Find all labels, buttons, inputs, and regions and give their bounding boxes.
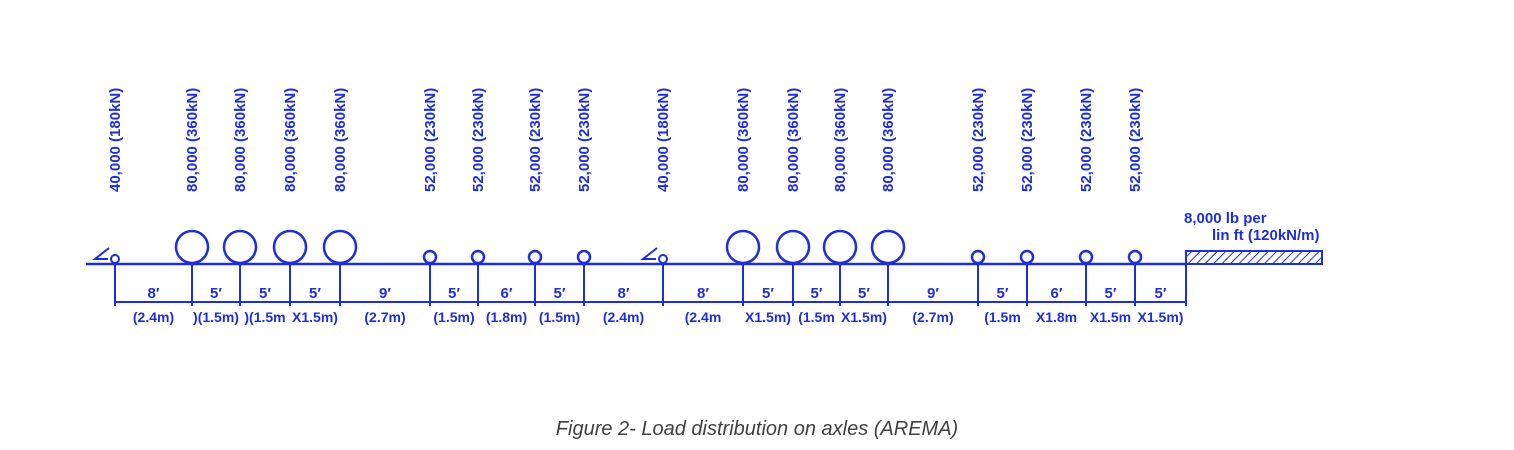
- spacing-metric: )(1.5m): [193, 309, 239, 325]
- spacing-feet: 5′: [1155, 285, 1167, 302]
- spacing-metric: (1.5m): [539, 309, 580, 325]
- uniform-load-line2: lin ft (120kN/m): [1212, 227, 1320, 244]
- small-wheel: [1019, 249, 1035, 265]
- spacing-metric: (2.4m): [133, 309, 174, 325]
- axle-load-label: 80,000 (360kN): [282, 88, 299, 192]
- spacing-feet: 5′: [811, 285, 823, 302]
- spacing-feet: 8′: [697, 285, 709, 302]
- axle-load-label: 80,000 (360kN): [232, 88, 249, 192]
- large-wheel: [272, 229, 308, 265]
- axle-load-label: 52,000 (230kN): [970, 88, 987, 192]
- spacing-feet: 5′: [762, 285, 774, 302]
- uniform-load: 8,000 lb per lin ft (120kN/m): [1184, 210, 1323, 265]
- axle-load-label: 52,000 (230kN): [1078, 88, 1095, 192]
- large-wheel: [870, 229, 906, 265]
- large-wheel: [775, 229, 811, 265]
- spacing-metric: (1.5m): [433, 309, 474, 325]
- axle-load-label: 80,000 (360kN): [832, 88, 849, 192]
- axle-load-label: 52,000 (230kN): [470, 88, 487, 192]
- uniform-load-line1: 8,000 lb per: [1184, 210, 1267, 227]
- spacing-metric: X1.5m: [1090, 309, 1131, 325]
- spacing-feet: 5′: [858, 285, 870, 302]
- spacing-metric: X1.8m: [1036, 309, 1077, 325]
- small-wheel: [470, 249, 486, 265]
- uniform-load-hatch: [1185, 250, 1323, 265]
- axle-load-label: 40,000 (180kN): [107, 88, 124, 192]
- spacing-metric: )(1.5m: [244, 309, 285, 325]
- small-wheel: [527, 249, 543, 265]
- spacing-metric: (1.8m): [486, 309, 527, 325]
- axle-load-label: 80,000 (360kN): [332, 88, 349, 192]
- spacing-metric: (2.7m): [364, 309, 405, 325]
- pilot-wheel: [110, 254, 120, 264]
- small-wheel: [1078, 249, 1094, 265]
- spacing-feet: 5′: [997, 285, 1009, 302]
- spacing-feet: 5′: [1105, 285, 1117, 302]
- spacing-feet: 5′: [259, 285, 271, 302]
- spacing-metric: X1.5m): [745, 309, 791, 325]
- axle-load-label: 80,000 (360kN): [880, 88, 897, 192]
- figure-caption: Figure 2- Load distribution on axles (AR…: [555, 418, 959, 440]
- small-wheel: [576, 249, 592, 265]
- spacing-feet: 6′: [1051, 285, 1063, 302]
- large-wheel: [322, 229, 358, 265]
- spacing-metric: X1.5m): [292, 309, 338, 325]
- pilot-wheel: [658, 254, 668, 264]
- load-labels: 40,000 (180kN) 80,000 (360kN) 80,000 (360k…: [107, 88, 1144, 192]
- spacing-feet: 5′: [448, 285, 460, 302]
- large-wheel: [822, 229, 858, 265]
- spacing-feet: 5′: [554, 285, 566, 302]
- spacing-feet: 5′: [309, 285, 321, 302]
- spacing-feet: 9′: [379, 285, 391, 302]
- axle-load-label: 52,000 (230kN): [527, 88, 544, 192]
- pilot-wedge: [640, 247, 658, 260]
- axle-load-label: 52,000 (230kN): [576, 88, 593, 192]
- small-wheel: [1127, 249, 1143, 265]
- axle-load-label: 52,000 (230kN): [422, 88, 439, 192]
- large-wheel: [725, 229, 761, 265]
- large-wheel: [222, 229, 258, 265]
- axle-load-label: 80,000 (360kN): [735, 88, 752, 192]
- axle-load-label: 80,000 (360kN): [184, 88, 201, 192]
- large-wheel: [174, 229, 210, 265]
- spacing-metric: X1.5m): [841, 309, 887, 325]
- axle-load-label: 80,000 (360kN): [785, 88, 802, 192]
- pilot-wedge: [92, 247, 110, 260]
- wheels: [92, 229, 1143, 265]
- spacing-metric: (2.4m): [603, 309, 644, 325]
- small-wheel: [422, 249, 438, 265]
- small-wheel: [970, 249, 986, 265]
- spacing-feet: 8′: [148, 285, 160, 302]
- axle-load-label: 52,000 (230kN): [1019, 88, 1036, 192]
- spacing-feet: 8′: [618, 285, 630, 302]
- spacing-metric: (1.5m: [798, 309, 835, 325]
- dimension-lines: 8′ (2.4m) 5′ )(1.5m) 5′ )(1.5m 5′ X1.5m) 9′ (2.7m…: [114, 264, 1187, 325]
- axle-load-label: 40,000 (180kN): [655, 88, 672, 192]
- spacing-metric: (2.7m): [912, 309, 953, 325]
- spacing-metric: X1.5m): [1138, 309, 1184, 325]
- axle-load-label: 52,000 (230kN): [1127, 88, 1144, 192]
- spacing-metric: (1.5m: [984, 309, 1021, 325]
- spacing-metric: (2.4m: [685, 309, 722, 325]
- spacing-feet: 5′: [210, 285, 222, 302]
- spacing-feet: 6′: [501, 285, 513, 302]
- spacing-feet: 9′: [927, 285, 939, 302]
